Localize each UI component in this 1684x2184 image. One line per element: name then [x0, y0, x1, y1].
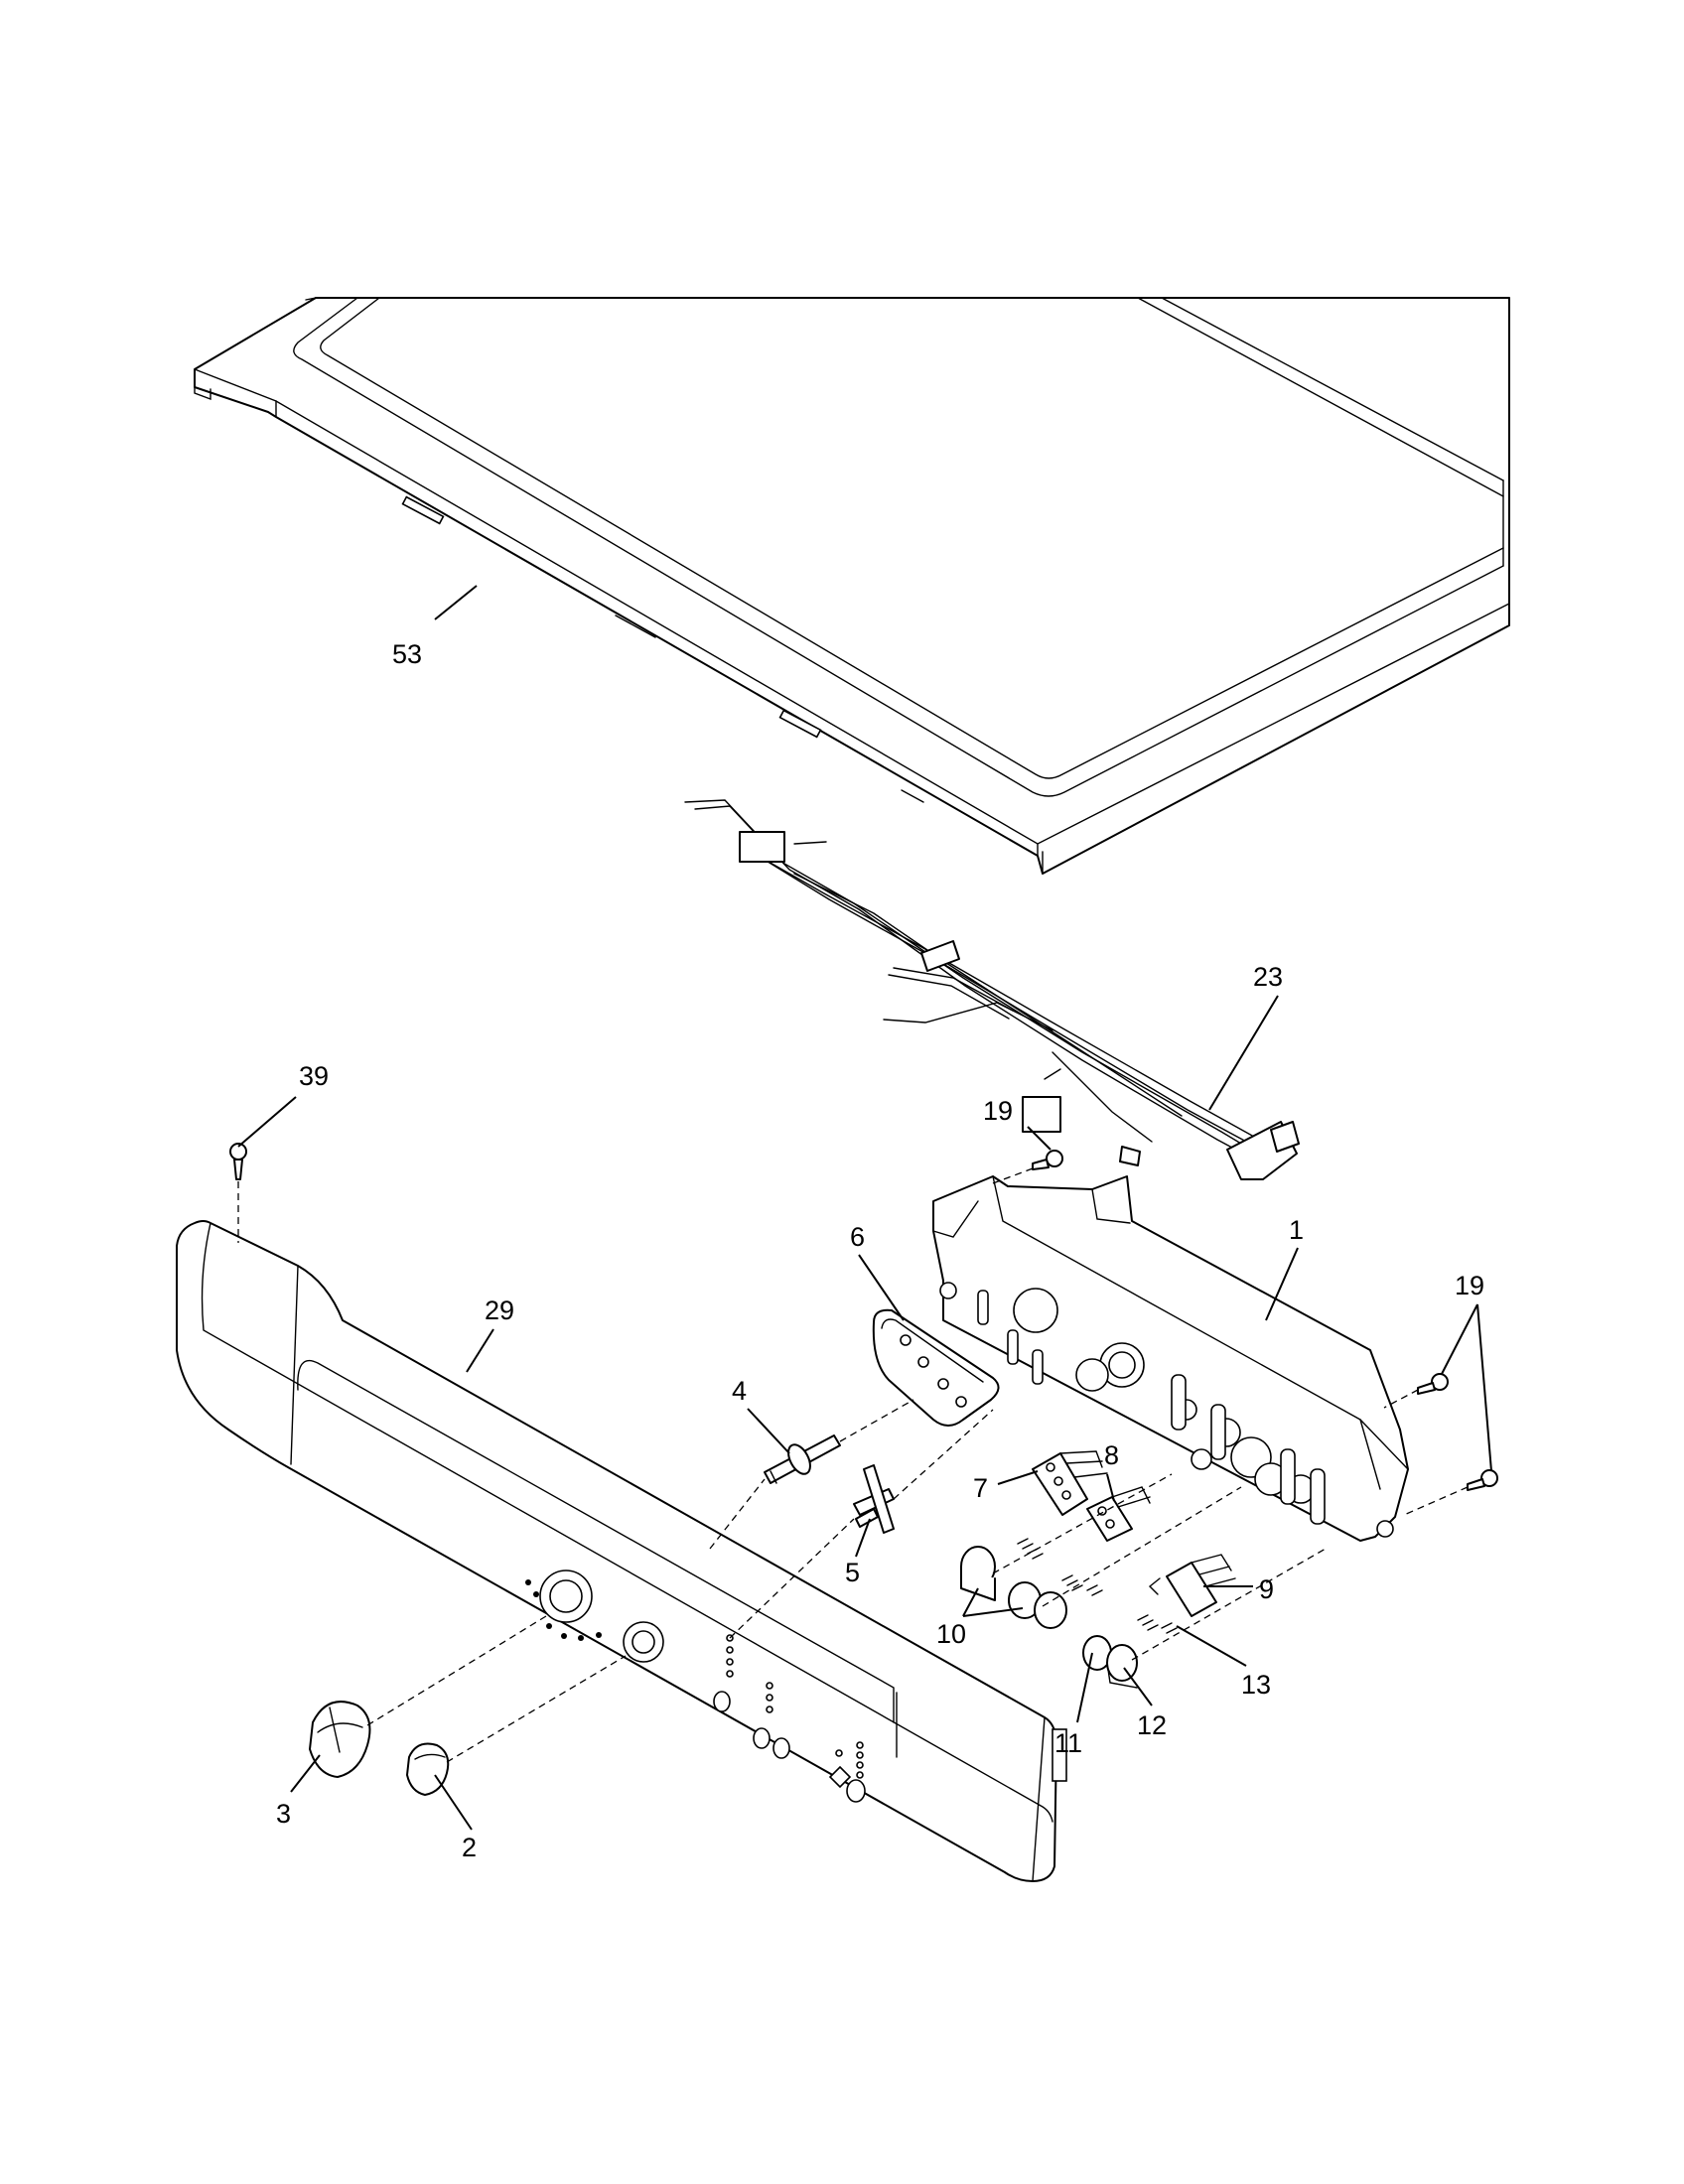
callout-7: 7: [973, 1473, 988, 1503]
screw-part-19-right-upper: [1417, 1373, 1449, 1395]
callout-2: 2: [462, 1833, 477, 1862]
callout-5: 5: [845, 1558, 860, 1587]
callout-6: 6: [850, 1222, 865, 1252]
callout-9: 9: [1259, 1574, 1274, 1604]
control-panel-part-29: [176, 1220, 1067, 1882]
shaft-part-5: [853, 1464, 895, 1534]
button-cluster-part-9: [1148, 1554, 1236, 1617]
screw-part-39: [229, 1143, 247, 1180]
shaft-part-4: [764, 1434, 841, 1484]
knob-part-2: [406, 1742, 450, 1796]
screw-part-19-top: [1032, 1150, 1063, 1170]
callout-19-top: 19: [983, 1096, 1013, 1126]
callout-4: 4: [732, 1376, 747, 1406]
knob-part-3: [309, 1701, 371, 1778]
button-part-10: [960, 1546, 1067, 1629]
top-lid-part-53: [194, 297, 1510, 875]
callout-13: 13: [1241, 1670, 1271, 1700]
spring-part-13: [1017, 1538, 1178, 1634]
callout-39: 39: [299, 1061, 329, 1091]
callout-10: 10: [936, 1619, 966, 1649]
callout-8: 8: [1104, 1440, 1119, 1470]
callout-12: 12: [1137, 1710, 1167, 1740]
callout-3: 3: [276, 1799, 291, 1829]
wire-harness-part-23: [684, 799, 1300, 1180]
screw-part-19-right-lower: [1467, 1469, 1498, 1491]
callout-53: 53: [392, 639, 422, 669]
control-board-part-1: [932, 1175, 1409, 1542]
leader-lines: [237, 585, 1492, 1831]
button-cluster-part-7: [1032, 1450, 1108, 1516]
callout-29: 29: [485, 1296, 514, 1325]
button-cluster-part-8: [1086, 1486, 1151, 1542]
alignment-lines: [237, 1167, 1469, 1763]
callout-1: 1: [1289, 1215, 1304, 1245]
callout-labels: 53 23 39 19 1 19 6 29 4 8 7 5 9 10 13 11…: [276, 639, 1484, 1862]
callout-23: 23: [1253, 962, 1283, 992]
button-part-12: [1106, 1644, 1138, 1689]
callout-11: 11: [1054, 1728, 1082, 1758]
lens-part-6: [872, 1308, 1000, 1427]
callout-19-right: 19: [1455, 1271, 1484, 1300]
